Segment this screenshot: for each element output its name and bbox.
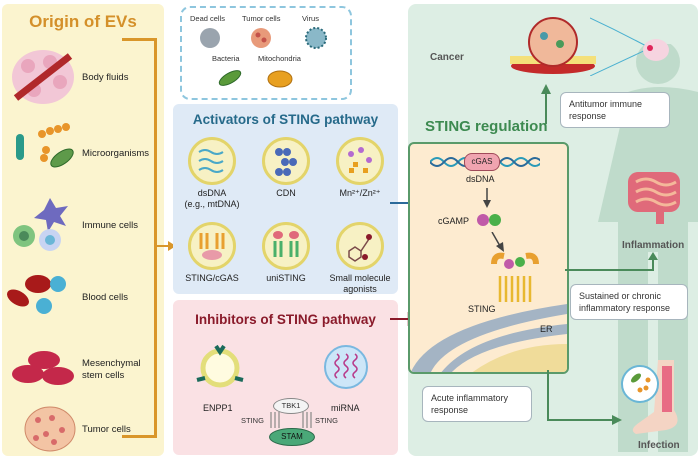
origin-panel: Origin of EVs Body fluids Microorganisms… xyxy=(2,4,164,456)
metal-ions-icon xyxy=(336,137,384,185)
origin-label: Immune cells xyxy=(82,220,138,231)
source-box: Dead cells Tumor cells Virus Bacteria Mi… xyxy=(180,6,352,100)
origin-item-tumor-cells: Tumor cells xyxy=(2,404,164,464)
stam-complex: TBK1 STING STING STAM xyxy=(241,392,341,450)
activator-sting-cgas: STING/cGAS xyxy=(176,222,248,284)
origin-item-blood-cells: Blood cells xyxy=(2,272,164,332)
mesenchymal-stem-cells-icon xyxy=(12,351,74,385)
dsdna-label: dsDNA xyxy=(466,174,495,184)
activator-small-molecule: Small molecule agonists xyxy=(324,222,396,295)
tumor-cells-icon xyxy=(24,406,76,452)
sting-cgas-icon xyxy=(188,222,236,270)
unisting-icon xyxy=(262,222,310,270)
sting-dimer-icon xyxy=(270,412,312,428)
er-label: ER xyxy=(540,324,553,334)
stam-label: STAM xyxy=(269,428,315,446)
bracket-bottom xyxy=(122,435,157,438)
cancer-arrow xyxy=(541,84,551,124)
dead-cells-icon xyxy=(200,28,220,48)
source-label: Virus xyxy=(302,14,319,23)
activators-panel: Activators of STING pathway dsDNA (e.g.,… xyxy=(173,104,398,294)
brain-tumor-icon xyxy=(590,17,669,76)
origin-label: Mesenchymal stem cells xyxy=(82,358,141,381)
er-membrane-icon xyxy=(410,304,567,372)
bracket-top xyxy=(122,38,157,41)
mirna-icon xyxy=(324,345,368,389)
origin-label: Microorganisms xyxy=(82,148,150,159)
activator-mn-zn: Mn²⁺/Zn²⁺ xyxy=(324,137,396,199)
origin-item-body-fluids: Body fluids xyxy=(2,48,164,108)
activator-sublabel: agonists xyxy=(343,284,377,294)
cgamp-label: cGAMP xyxy=(438,216,470,226)
mirna-label: miRNA xyxy=(331,403,360,413)
small-molecule-icon xyxy=(336,222,384,270)
dsdna-icon xyxy=(188,137,236,185)
mitochondria-icon xyxy=(267,70,293,88)
infected-leg-icon xyxy=(621,360,678,434)
sting-pathway-box: cGAS dsDNA cGAMP STING ER xyxy=(408,142,569,374)
origin-item-microorganisms: Microorganisms xyxy=(2,122,164,182)
acute-callout: Acute inflammatory response xyxy=(422,386,532,422)
origin-label: Tumor cells xyxy=(82,424,131,435)
inhibitors-title: Inhibitors of STING pathway xyxy=(195,312,376,327)
chronic-callout: Sustained or chronic inflammatory respon… xyxy=(570,284,688,320)
origin-to-activators-arrow xyxy=(154,241,176,251)
down-arrow-2 xyxy=(491,232,504,252)
inflammation-arrow xyxy=(565,252,658,271)
activator-dsdna: dsDNA (e.g., mtDNA) xyxy=(176,137,248,210)
activator-cdn: CDN xyxy=(250,137,322,199)
origin-item-immune-cells: Immune cells xyxy=(2,194,164,254)
sting-left-label: STING xyxy=(241,416,264,425)
tumor-cell-source-icon xyxy=(251,28,271,48)
enpp1-icon xyxy=(196,344,244,388)
blood-cells-icon xyxy=(7,275,66,314)
activator-label: CDN xyxy=(276,188,296,198)
activator-label: dsDNA xyxy=(197,188,227,198)
body-fluids-icon xyxy=(12,50,74,104)
bacteria-icon xyxy=(218,70,242,86)
enpp1-label: ENPP1 xyxy=(203,403,233,413)
activator-sublabel: (e.g., mtDNA) xyxy=(184,199,240,209)
activator-label: STING/cGAS xyxy=(185,273,239,283)
activators-title: Activators of STING pathway xyxy=(192,112,379,127)
inflammation-label: Inflammation xyxy=(622,240,685,251)
sting-right-label: STING xyxy=(315,416,338,425)
virus-icon xyxy=(305,27,327,49)
origin-label: Blood cells xyxy=(82,292,128,303)
cdn-icon xyxy=(262,137,310,185)
source-label: Bacteria xyxy=(212,54,240,63)
origin-item-mesenchymal: Mesenchymal stem cells xyxy=(2,344,164,404)
tumor-icon xyxy=(510,17,596,74)
immune-cells-icon xyxy=(13,198,68,251)
infection-label: Infection xyxy=(638,440,680,451)
cgas-label: cGAS xyxy=(464,153,500,171)
sting-label: STING xyxy=(468,304,496,314)
source-label: Tumor cells xyxy=(242,14,281,23)
cancer-label: Cancer xyxy=(430,52,464,63)
infection-arrow xyxy=(547,370,622,425)
activator-label: uniSTING xyxy=(266,273,306,283)
inhibitors-panel: Inhibitors of STING pathway ENPP1 miRNA … xyxy=(173,300,398,455)
tbk1-label: TBK1 xyxy=(273,398,309,414)
intestine-icon xyxy=(628,172,680,224)
sting-protein-icon xyxy=(491,252,539,302)
microorganisms-icon xyxy=(16,123,74,168)
regulation-title: STING regulation xyxy=(425,118,548,135)
activator-label: Mn²⁺/Zn²⁺ xyxy=(339,188,381,198)
source-label: Mitochondria xyxy=(258,54,301,63)
antitumor-callout: Antitumor immune response xyxy=(560,92,670,128)
source-label: Dead cells xyxy=(190,14,226,23)
activator-label: Small molecule xyxy=(329,273,391,283)
cgamp-icon xyxy=(477,214,501,226)
activator-unisting: uniSTING xyxy=(250,222,322,284)
origin-label: Body fluids xyxy=(82,72,129,83)
origin-bracket xyxy=(154,38,157,438)
down-arrow-1 xyxy=(483,188,491,208)
origin-title: Origin of EVs xyxy=(29,12,137,31)
